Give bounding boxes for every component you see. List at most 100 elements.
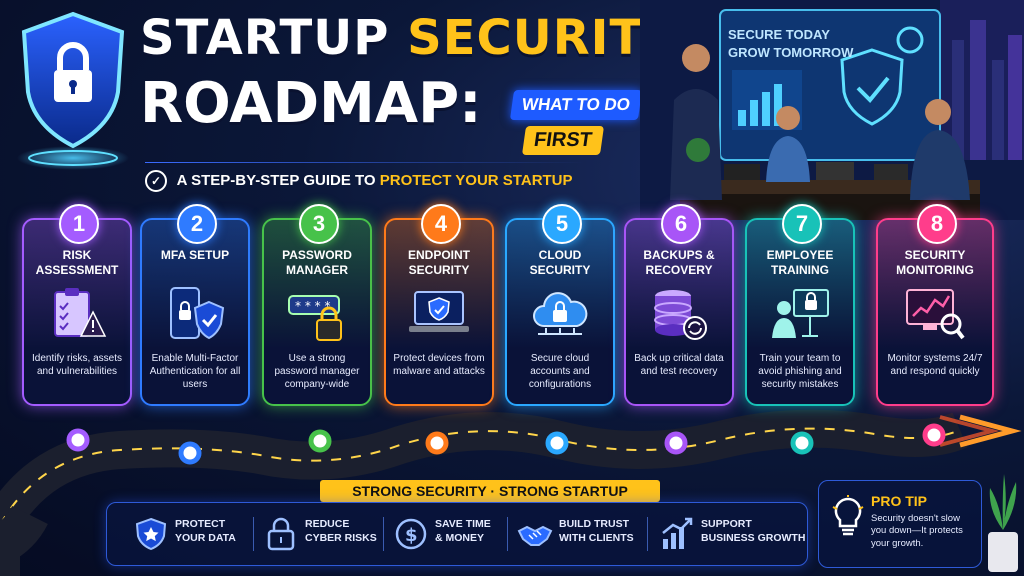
benefit-divider bbox=[383, 517, 384, 551]
benefit-text: SAVE TIME & MONEY bbox=[435, 517, 491, 545]
monitor-magnifier-icon bbox=[906, 289, 965, 340]
roadmap-road bbox=[0, 409, 1022, 576]
cloud-lock-icon bbox=[533, 292, 588, 335]
clipboard-warning-icon bbox=[54, 288, 107, 337]
benefit-line1: BUILD TRUST bbox=[559, 518, 629, 530]
page-title: STARTUP SECURITY bbox=[140, 14, 679, 62]
lightbulb-icon bbox=[832, 495, 864, 536]
plant-decoration bbox=[988, 474, 1018, 572]
step-number: 1 bbox=[59, 204, 99, 244]
pill-what-to-do: WHAT TO DO bbox=[509, 90, 643, 120]
screen-line1: SECURE TODAY bbox=[728, 27, 830, 42]
benefit-line1: PROTECT bbox=[175, 518, 226, 530]
step-title: SECURITY MONITORING bbox=[896, 248, 974, 277]
banner-tagline: STRONG SECURITY · STRONG STARTUP bbox=[320, 480, 660, 502]
road-milestones bbox=[66, 423, 946, 465]
step-title: CLOUD SECURITY bbox=[529, 248, 591, 277]
step-number: 8 bbox=[917, 204, 957, 244]
benefit-text: SUPPORT BUSINESS GROWTH bbox=[701, 517, 805, 545]
milestone-2 bbox=[178, 441, 202, 465]
office-scene bbox=[640, 0, 1024, 220]
step-title: BACKUPS & RECOVERY bbox=[643, 248, 715, 277]
step-number: 2 bbox=[177, 204, 217, 244]
database-refresh-icon bbox=[654, 290, 707, 340]
step-number: 3 bbox=[299, 204, 339, 244]
step-description: Train your team to avoid phishing and se… bbox=[758, 353, 842, 390]
milestone-5 bbox=[545, 431, 569, 455]
laptop-shield-icon bbox=[409, 291, 469, 332]
step-card-4: 4 ENDPOINT SECURITY Protect devices from… bbox=[384, 204, 494, 406]
pro-tip-text: Security doesn't slow you down—It protec… bbox=[871, 513, 963, 549]
phone-lock-shield-icon bbox=[170, 287, 225, 340]
handshake-icon bbox=[517, 525, 553, 546]
subtitle-divider bbox=[145, 162, 585, 163]
shield-star-icon bbox=[135, 517, 167, 551]
milestone-6 bbox=[664, 431, 688, 455]
benefit-line2: & MONEY bbox=[435, 532, 485, 545]
benefit-line2: CYBER RISKS bbox=[305, 532, 377, 545]
pill-first: FIRST bbox=[521, 126, 604, 155]
step-number: 5 bbox=[542, 204, 582, 244]
benefit-text: REDUCE CYBER RISKS bbox=[305, 517, 377, 545]
benefit-line2: YOUR DATA bbox=[175, 532, 236, 545]
step-title: RISK ASSESSMENT bbox=[35, 248, 119, 277]
benefit-divider bbox=[253, 517, 254, 551]
step-title: ENDPOINT SECURITY bbox=[407, 248, 470, 277]
step-card-7: 7 EMPLOYEE TRAINING Train your team to a… bbox=[745, 204, 855, 406]
step-card-1: 1 RISK ASSESSMENT Identify risks, assets… bbox=[22, 204, 132, 406]
step-description: Enable Multi-Factor Authentication for a… bbox=[149, 353, 241, 390]
password-lock-icon: * * * * bbox=[288, 295, 342, 341]
pro-tip-title: PRO TIP bbox=[871, 493, 928, 509]
benefit-divider bbox=[507, 517, 508, 551]
step-description: Protect devices from malware and attacks bbox=[393, 353, 485, 377]
milestone-3 bbox=[308, 429, 332, 453]
growth-chart-icon bbox=[662, 517, 693, 549]
subtitle-lead: A STEP-BY-STEP GUIDE TO bbox=[176, 171, 376, 189]
milestone-8 bbox=[922, 423, 946, 447]
step-description: Secure cloud accounts and configurations bbox=[528, 353, 592, 390]
step-title: PASSWORD MANAGER bbox=[282, 248, 352, 277]
step-description: Identify risks, assets and vulnerabiliti… bbox=[31, 353, 123, 377]
step-title: MFA SETUP bbox=[160, 248, 230, 262]
step-card-3: 3 PASSWORD MANAGER * * * * Use a strong … bbox=[262, 204, 372, 406]
step-card-8: 8 SECURITY MONITORING Monitor systems 24… bbox=[876, 204, 994, 406]
title-line2: ROADMAP: bbox=[140, 71, 482, 136]
subtitle-highlight: PROTECT YOUR STARTUP bbox=[379, 171, 573, 189]
benefit-divider bbox=[647, 517, 648, 551]
step-card-6: 6 BACKUPS & RECOVERY Back up critical da… bbox=[624, 204, 734, 406]
step-number: 6 bbox=[661, 204, 701, 244]
step-card-5: 5 CLOUD SECURITY Secure cloud accounts a… bbox=[505, 204, 615, 406]
step-title: EMPLOYEE TRAINING bbox=[766, 248, 834, 277]
benefit-line2: BUSINESS GROWTH bbox=[701, 532, 806, 545]
screen-slogan: SECURE TODAY GROW TOMORROW bbox=[728, 26, 853, 61]
check-circle-icon: ✓ bbox=[145, 170, 167, 192]
step-card-2: 2 MFA SETUP Enable Multi-Factor Authenti… bbox=[140, 204, 250, 406]
benefit-text: PROTECT YOUR DATA bbox=[175, 517, 236, 545]
dollar-coin-icon: $ bbox=[395, 518, 427, 550]
benefits-bar: PROTECT YOUR DATA REDUCE CYBER RISKS $ bbox=[106, 502, 808, 566]
benefit-line1: SUPPORT bbox=[701, 518, 752, 530]
benefit-text: BUILD TRUST WITH CLIENTS bbox=[559, 517, 634, 545]
step-number: 7 bbox=[782, 204, 822, 244]
step-description: Back up critical data and test recovery bbox=[634, 353, 724, 377]
milestone-4 bbox=[425, 431, 449, 455]
shield-lock-icon bbox=[17, 11, 129, 170]
title-part2: SECURITY bbox=[407, 10, 680, 66]
title-part1: STARTUP bbox=[140, 10, 390, 66]
milestone-1 bbox=[66, 428, 90, 452]
padlock-icon bbox=[267, 517, 295, 551]
step-description: Use a strong password manager company-wi… bbox=[274, 353, 360, 390]
benefit-line1: SAVE TIME bbox=[435, 518, 491, 530]
svg-text:$: $ bbox=[405, 525, 418, 546]
training-presentation-icon bbox=[772, 289, 829, 338]
step-description: Monitor systems 24/7 and respond quickly bbox=[887, 353, 983, 377]
svg-text:* * * *: * * * * bbox=[295, 299, 330, 313]
step-number: 4 bbox=[421, 204, 461, 244]
screen-line2: GROW TOMORROW bbox=[728, 44, 854, 60]
benefit-line2: WITH CLIENTS bbox=[559, 532, 634, 545]
pro-tip-box: PRO TIP Security doesn't slow you down—I… bbox=[818, 480, 982, 568]
milestone-7 bbox=[790, 431, 814, 455]
subtitle: ✓ A STEP-BY-STEP GUIDE TO PROTECT YOUR S… bbox=[145, 170, 573, 192]
benefit-line1: REDUCE bbox=[305, 518, 350, 530]
